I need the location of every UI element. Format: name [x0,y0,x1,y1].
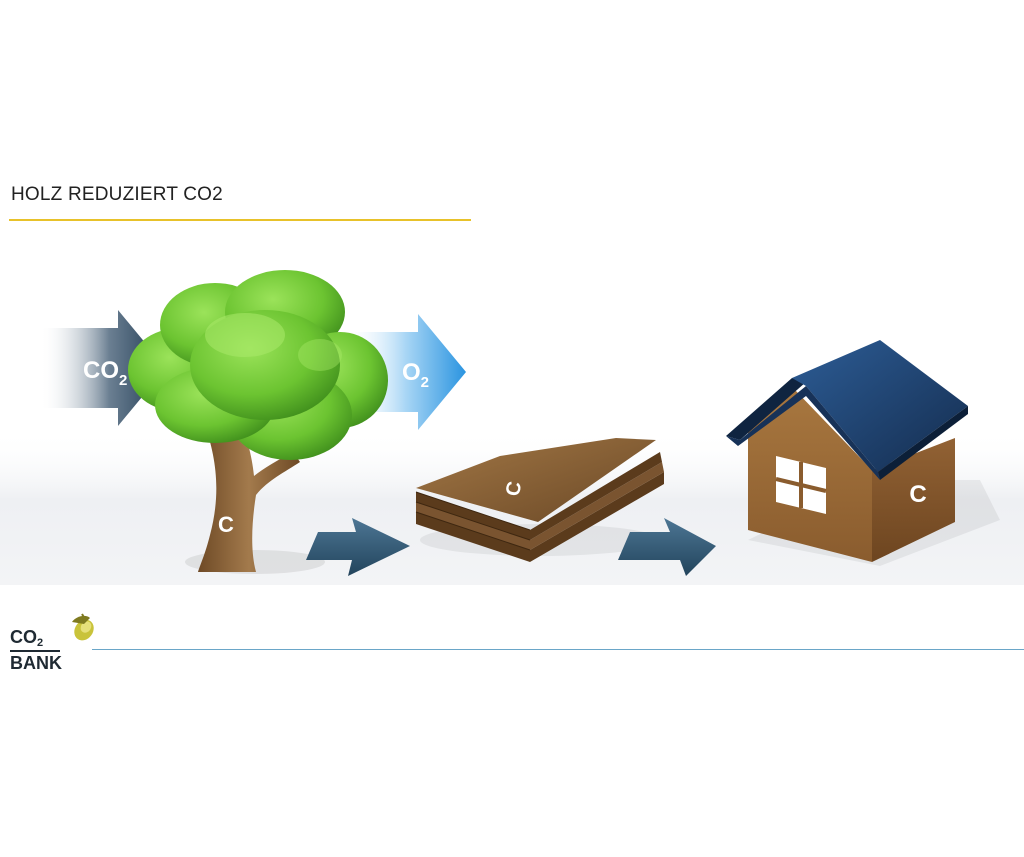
house-window [775,456,827,514]
title-underline [9,219,471,221]
footer-divider [92,649,1024,650]
logo-co2-text: CO2 [10,627,44,649]
o2-label: O [402,359,421,386]
house-carbon-label: C [909,481,926,508]
co2-label: CO [83,357,119,384]
co2-bank-logo: CO2 BANK [10,612,100,676]
logo-bank-text: BANK [10,653,62,673]
acorn-icon [72,613,94,641]
svg-text:CO2: CO2 [83,357,127,389]
co2-subscript: 2 [119,372,127,389]
page-title: HOLZ REDUZIERT CO2 [11,184,223,205]
board-carbon-label: C [502,479,527,498]
wood-boards: C [415,438,664,562]
svg-text:O2: O2 [402,359,429,391]
co2-arrow: CO2 [40,310,166,426]
flow-arrow-1 [306,518,410,576]
flow-arrow-2 [618,518,716,576]
logo-underline [10,650,60,652]
wood-carbon-diagram: CO2 O2 [0,240,1024,600]
tree-carbon-label: C [218,512,234,537]
house-illustration: C [726,340,1000,566]
tree-illustration: C [128,270,388,574]
o2-subscript: 2 [421,374,429,391]
